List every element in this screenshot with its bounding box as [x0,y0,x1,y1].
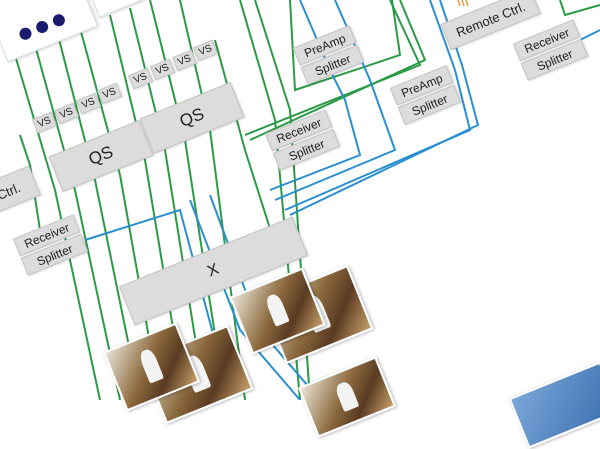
indicator-dot [17,25,34,42]
control-lines [457,0,469,7]
indicator-dot [51,12,67,29]
video-lines [14,0,600,400]
indicator-dot [34,19,50,35]
connection-lines [14,0,600,400]
